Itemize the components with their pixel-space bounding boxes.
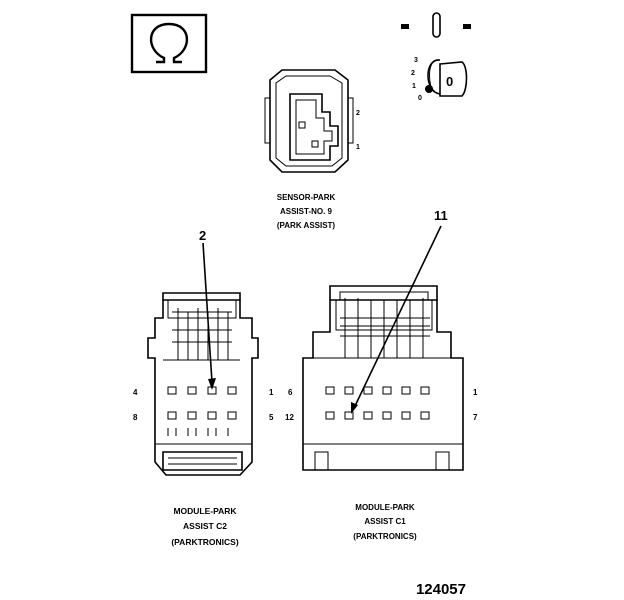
sensor-pin-label-bottom: 1 [356,144,360,151]
c2-callout-arrow [208,378,216,390]
sensor-pin-label-top: 2 [356,110,360,117]
c1-callout-line [354,225,442,407]
c2-pin-label-4: 4 [133,388,138,397]
ignition-pos-2: 2 [411,70,415,77]
ignition-pos-3: 3 [414,57,418,64]
c2-pin-label-1: 1 [269,388,274,397]
ignition-switch-key-icon: 0 3 2 1 0 [401,12,471,102]
c1-caption-line2: ASSIST C1 [364,517,406,526]
c2-callout-label: 2 [199,228,206,243]
c1-pin-label-12: 12 [285,413,294,422]
sensor-caption-line1: SENSOR-PARK [277,193,336,202]
c1-callout-label: 11 [434,208,448,223]
c2-caption-line3: (PARKTRONICS) [171,537,239,547]
figure-number: 124057 [416,581,466,598]
c2-callout-line [202,242,213,383]
c1-pin-label-7: 7 [473,413,478,422]
c2-caption-line2: ASSIST C2 [183,521,227,531]
sensor-caption-line3: (PARK ASSIST) [277,221,336,230]
sensor-pin-2 [298,121,306,129]
c1-caption-line3: (PARKTRONICS) [353,532,417,541]
c1-callout-arrow [351,402,358,414]
sensor-caption-line2: ASSIST-NO. 9 [280,207,333,216]
sensor-pin-1 [311,140,319,148]
c2-caption-line1: MODULE-PARK [173,506,237,516]
ignition-pos-0: 0 [418,95,422,102]
c2-pin-label-8: 8 [133,413,138,422]
sensor-connector: 2 1 SENSOR-PARK ASSIST-NO. 9 (PARK ASSIS… [264,69,360,230]
c1-pin-label-6: 6 [288,388,293,397]
c1-pin-label-1: 1 [473,388,478,397]
ignition-pos-1: 1 [412,83,416,90]
c2-pin-label-5: 5 [269,413,274,422]
ohm-meter-icon [130,13,208,74]
module-c2-connector: 4 8 1 5 2 MODULE-PARK ASSIST C2 (PARKTRO… [133,228,274,547]
key-position-label: 0 [446,74,453,89]
module-c1-connector: 6 12 1 7 11 MODULE-PARK ASSIST C1 (PARKT… [285,208,478,541]
c1-caption-line1: MODULE-PARK [355,503,415,512]
